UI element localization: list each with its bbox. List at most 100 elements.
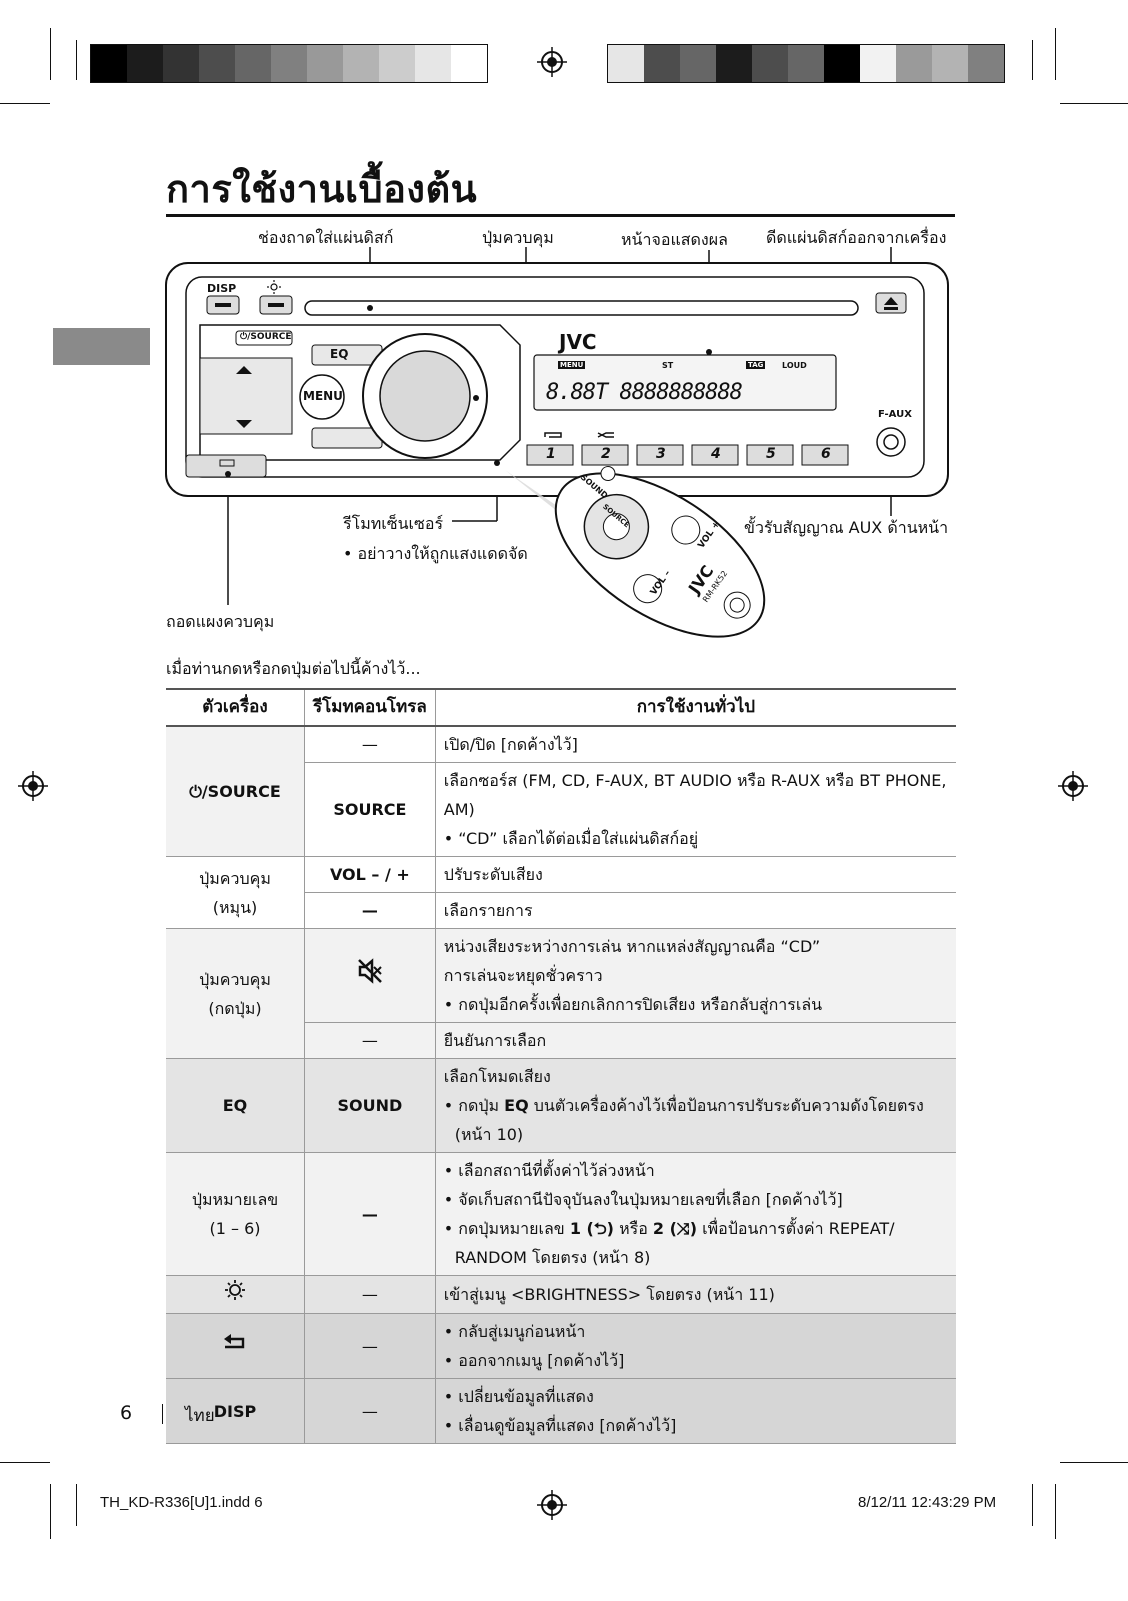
operation-cell: เปิด/ปิด [กดค้างไว้] [435, 726, 956, 763]
table-row: ปุ่มหมายเลข (1 – 6) — • เลือกสถานีที่ตั้… [166, 1152, 956, 1276]
operation-line: • กดปุ่มหมายเลข 1 (⮌) หรือ 2 (⤨) เพื่อป้… [443, 1219, 895, 1238]
unit-menu-label: MENU [303, 389, 343, 403]
unit-cell [166, 1313, 305, 1379]
unit-cell: ปุ่มควบคุม (หมุน) [166, 856, 305, 929]
operation-cell: ปรับระดับเสียง [435, 856, 956, 893]
color-swatch [644, 45, 680, 82]
back-arrow-icon [224, 1333, 245, 1348]
table-row: — • กลับสู่เมนูก่อนหน้า • ออกจากเมนู [กด… [166, 1313, 956, 1379]
unit-disp-cell: DISP [166, 1378, 305, 1444]
brightness-icon [225, 1280, 245, 1300]
table-header-row: ตัวเครื่อง รีโมทคอนโทรล การใช้งานทั่วไป [166, 688, 956, 727]
header-unit: ตัวเครื่อง [166, 688, 305, 727]
operation-line: RANDOM โดยตรง (หน้า 8) [454, 1248, 651, 1267]
page-title: การใช้งานเบื้องต้น [166, 166, 478, 211]
table-row: — เข้าสู่เมนู <BRIGHTNESS> โดยตรง (หน้า … [166, 1275, 956, 1314]
title-rule [166, 214, 955, 217]
unit-cell: ปุ่มหมายเลข (1 – 6) [166, 1152, 305, 1276]
lcd-segments: 8.88T 8888888888 [546, 380, 743, 405]
callout-remote-sensor: รีโมทเซ็นเซอร์ [343, 514, 444, 533]
callout-detach-panel: ถอดแผงควบคุม [166, 612, 275, 631]
lcd-tag-indicator: TAG [746, 361, 766, 369]
unit-line: (กดปุ่ม) [208, 998, 262, 1018]
table-row: EQ SOUND เลือกโหมดเสียง • กดปุ่ม EQ บนตั… [166, 1058, 956, 1153]
operation-line: • กดปุ่มอีกครั้งเพื่อยกเลิกการปิดเสียง ห… [443, 995, 823, 1014]
lcd-menu-indicator: MENU [558, 361, 586, 369]
registration-mark-icon [1058, 771, 1088, 801]
crop-mark [1032, 40, 1033, 80]
operation-line: • จัดเก็บสถานีปัจจุบันลงในปุ่มหมายเลขที่… [443, 1190, 843, 1209]
operation-line: • เปลี่ยนข้อมูลที่แสดง [443, 1387, 594, 1406]
header-operation: การใช้งานทั่วไป [435, 688, 956, 727]
unit-line: ปุ่มควบคุม [199, 969, 271, 989]
operation-cell: ยืนยันการเลือก [435, 1022, 956, 1059]
remote-cell: — [304, 1313, 436, 1379]
operation-cell: เลือกซอร์ส (FM, CD, F-AUX, BT AUDIO หรือ… [435, 762, 956, 857]
callout-control-dial: ปุ่มควบคุม [482, 228, 554, 247]
color-swatch [860, 45, 896, 82]
operation-line: เลือกโหมดเสียง [443, 1067, 551, 1086]
page-number: 6 [120, 1402, 133, 1424]
operation-line: • เลื่อนดูข้อมูลที่แสดง [กดค้างไว้] [443, 1416, 677, 1435]
crop-mark [76, 1484, 77, 1526]
operation-line: • ออกจากเมนู [กดค้างไว้] [443, 1351, 625, 1370]
preset-button-5: 5 [766, 446, 776, 462]
unit-brand-logo: JVC [559, 330, 597, 354]
operation-line: • กดปุ่ม EQ บนตัวเครื่องค้างไว้เพื่อป้อน… [443, 1096, 924, 1115]
unit-source-label: ⏻/SOURCE [240, 332, 292, 342]
crop-mark [0, 1462, 50, 1463]
table-row: — เลือกรายการ [166, 892, 956, 929]
remote-cell: — [304, 1378, 436, 1444]
color-swatch [752, 45, 788, 82]
registration-mark-icon [537, 47, 567, 77]
crop-mark [0, 103, 50, 104]
color-swatch [968, 45, 1004, 82]
header-remote: รีโมทคอนโทรล [304, 688, 436, 727]
table-row: ⏻/SOURCE — เปิด/ปิด [กดค้างไว้] [166, 726, 956, 857]
crop-mark [76, 40, 77, 80]
preset-button-2: 2 [601, 446, 611, 462]
unit-eq-cell: EQ [166, 1058, 305, 1153]
operation-cell: หน่วงเสียงระหว่างการเล่น หากแหล่งสัญญาณค… [435, 928, 956, 1023]
remote-cell [304, 928, 436, 1023]
color-swatch [932, 45, 968, 82]
operation-line: • เลือกสถานีที่ตั้งค่าไว้ล่วงหน้า [443, 1161, 655, 1180]
remote-cell: — [304, 1152, 436, 1276]
lcd-st-indicator: ST [662, 361, 674, 370]
operation-line: หน่วงเสียงระหว่างการเล่น หากแหล่งสัญญาณค… [443, 937, 821, 956]
crop-mark [50, 28, 51, 80]
operation-cell: เลือกโหมดเสียง • กดปุ่ม EQ บนตัวเครื่องค… [435, 1058, 956, 1153]
crop-mark [1055, 1484, 1056, 1539]
table-row: DISP — • เปลี่ยนข้อมูลที่แสดง • เลื่อนดู… [166, 1378, 956, 1444]
registration-mark-icon [18, 771, 48, 801]
unit-faux-label: F-AUX [878, 409, 912, 420]
crop-mark [1060, 103, 1128, 104]
footer-divider [162, 1404, 163, 1424]
operation-cell: • เลือกสถานีที่ตั้งค่าไว้ล่วงหน้า • จัดเ… [435, 1152, 956, 1276]
remote-cell: — [304, 1022, 436, 1059]
color-swatch [608, 45, 644, 82]
registration-mark-icon [537, 1490, 567, 1520]
crop-mark [1055, 28, 1056, 80]
color-swatch [91, 45, 127, 82]
callout-display: หน้าจอแสดงผล [621, 230, 728, 249]
color-swatch [271, 45, 307, 82]
callout-aux-jack: ขั้วรับสัญญาณ AUX ด้านหน้า [744, 518, 949, 537]
color-swatch [127, 45, 163, 82]
operations-table: ตัวเครื่อง รีโมทคอนโทรล การใช้งานทั่วไป … [166, 688, 956, 1444]
slug-filename: TH_KD-R336[U]1.indd 6 [100, 1494, 263, 1511]
color-swatch [235, 45, 271, 82]
color-swatch [451, 45, 487, 82]
section-tab [53, 328, 150, 365]
page-language: ไทย [185, 1406, 215, 1426]
color-swatch [415, 45, 451, 82]
color-swatch [307, 45, 343, 82]
color-swatch [896, 45, 932, 82]
operation-line: • กลับสู่เมนูก่อนหน้า [443, 1322, 586, 1341]
crop-mark [1032, 1484, 1033, 1526]
operation-cell: เลือกรายการ [435, 892, 956, 929]
unit-line: (หมุน) [212, 897, 258, 917]
preset-button-4: 4 [711, 446, 721, 462]
unit-cell: ปุ่มควบคุม (กดปุ่ม) [166, 928, 305, 1059]
table-intro: เมื่อท่านกดหรือกดปุ่มต่อไปนี้ค้างไว้... [166, 659, 421, 678]
